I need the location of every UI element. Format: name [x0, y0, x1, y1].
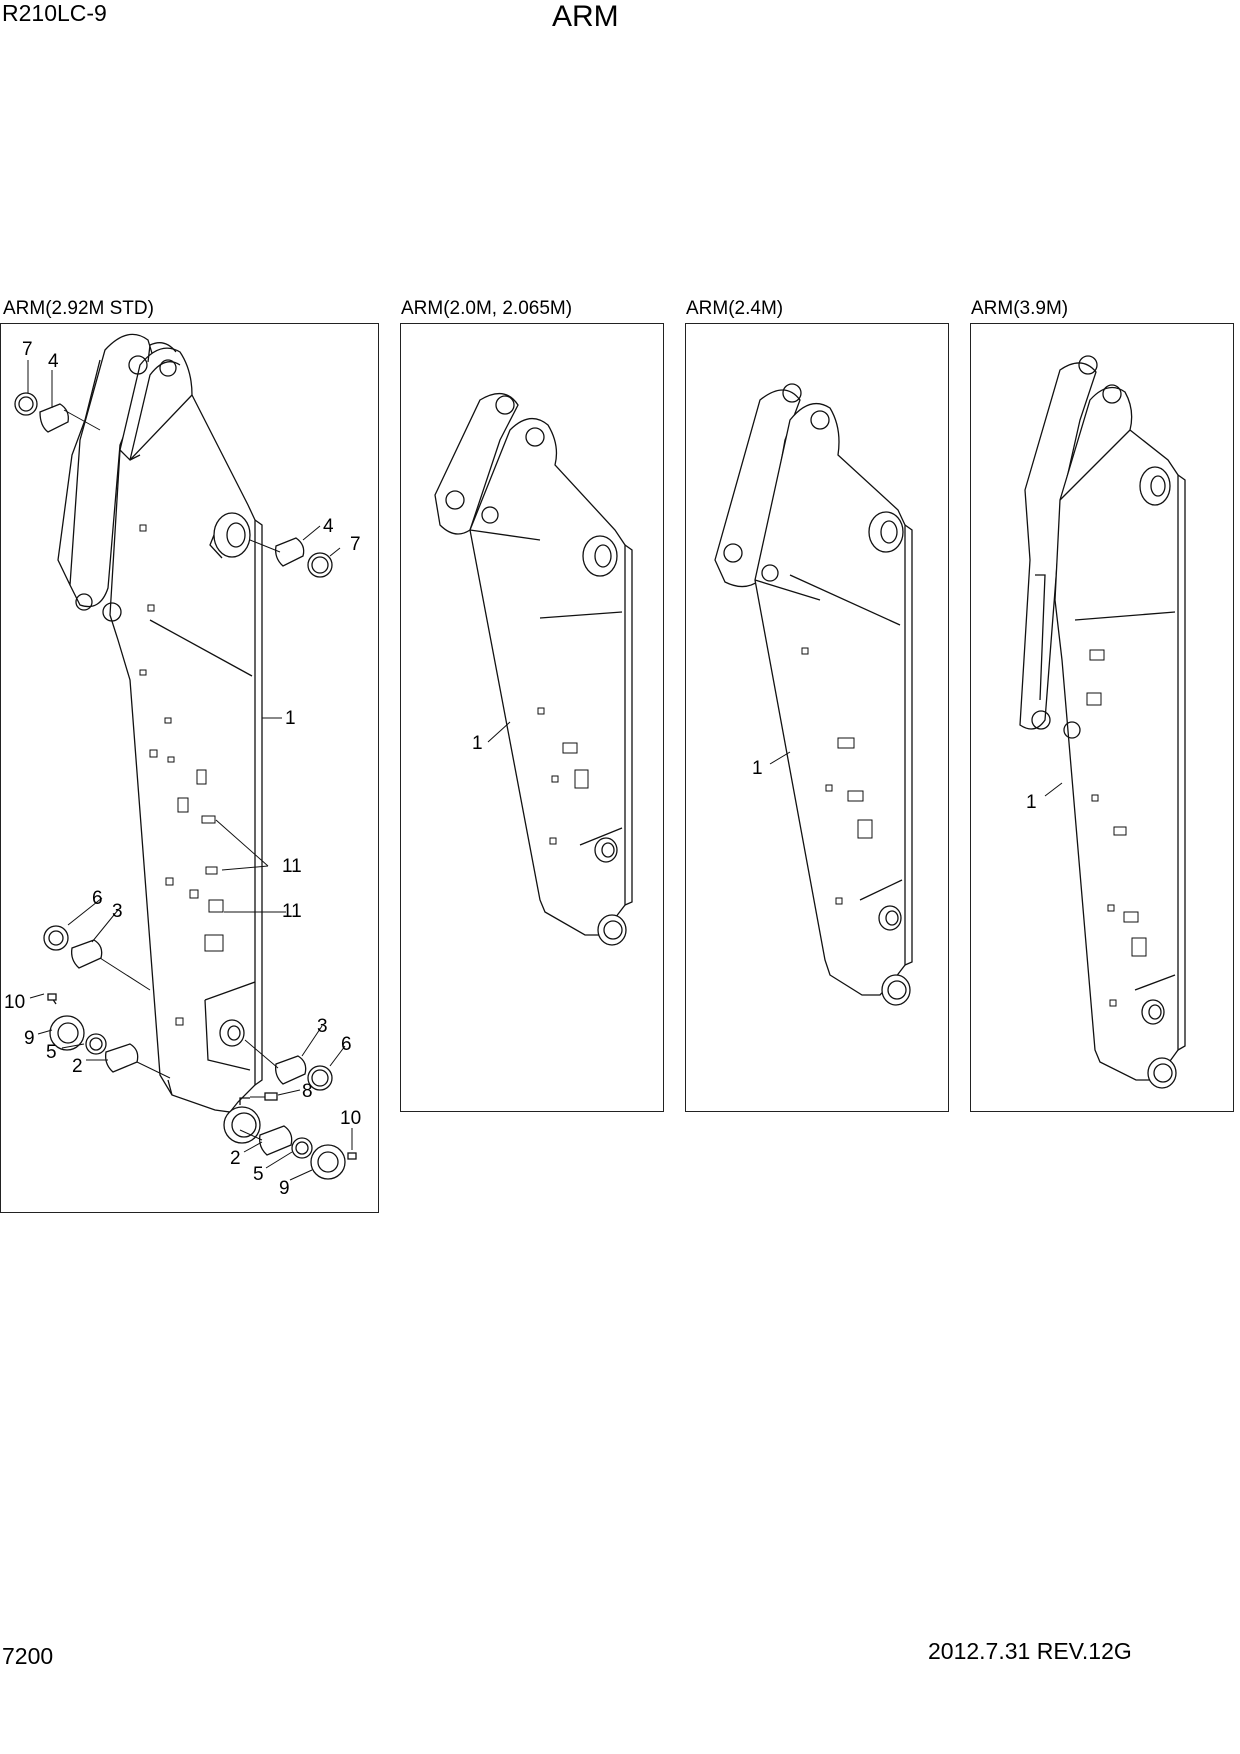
- model-number: R210LC-9: [2, 0, 107, 26]
- page-number: 7200: [2, 1643, 54, 1669]
- panel-frame-arm-2-0m: [400, 323, 664, 1112]
- callout-4: 4: [48, 351, 59, 372]
- callout-11: 11: [282, 901, 302, 922]
- panel-label-arm-2-0m: ARM(2.0M, 2.065M): [401, 298, 573, 319]
- callout-3: 3: [317, 1016, 328, 1037]
- panel-label-arm-2-4m: ARM(2.4M): [686, 298, 784, 319]
- callout-5: 5: [253, 1164, 264, 1185]
- arm-2-4m-drawing: 1: [714, 383, 913, 1006]
- arm-2-92m-drawing: 7 4 4 7 1 11 11 6 3 10 9 5 2 3 6 8 10 2 …: [4, 333, 361, 1199]
- panel-frame-arm-2-4m: [685, 323, 949, 1112]
- callout-1: 1: [752, 758, 763, 779]
- panel-frame-arm-2-92m: [0, 323, 379, 1213]
- arm-2-0m-drawing: 1: [434, 393, 633, 946]
- callout-1: 1: [472, 733, 483, 754]
- callout-9: 9: [279, 1178, 290, 1199]
- callout-1: 1: [1026, 792, 1037, 813]
- arm-3-9m-drawing: 1: [1019, 355, 1186, 1089]
- callout-5: 5: [46, 1042, 57, 1063]
- revision-date: 2012.7.31 REV.12G: [928, 1638, 1132, 1664]
- callout-8: 8: [302, 1081, 313, 1102]
- panel-frame-arm-3-9m: [970, 323, 1234, 1112]
- callout-2: 2: [72, 1056, 83, 1077]
- callout-7: 7: [350, 534, 361, 555]
- callout-9: 9: [24, 1028, 35, 1049]
- callout-1: 1: [285, 708, 296, 729]
- page-title: ARM: [552, 0, 619, 33]
- callout-7: 7: [22, 339, 33, 360]
- panel-label-arm-3-9m: ARM(3.9M): [971, 298, 1069, 319]
- callout-6: 6: [92, 888, 103, 909]
- callout-3: 3: [112, 901, 123, 922]
- callout-4: 4: [323, 516, 334, 537]
- callout-6: 6: [341, 1034, 352, 1055]
- panel-label-arm-2-92m: ARM(2.92M STD): [3, 298, 154, 319]
- callout-10: 10: [4, 992, 25, 1013]
- callout-10: 10: [340, 1108, 361, 1129]
- callout-2: 2: [230, 1148, 241, 1169]
- callout-11: 11: [282, 856, 302, 877]
